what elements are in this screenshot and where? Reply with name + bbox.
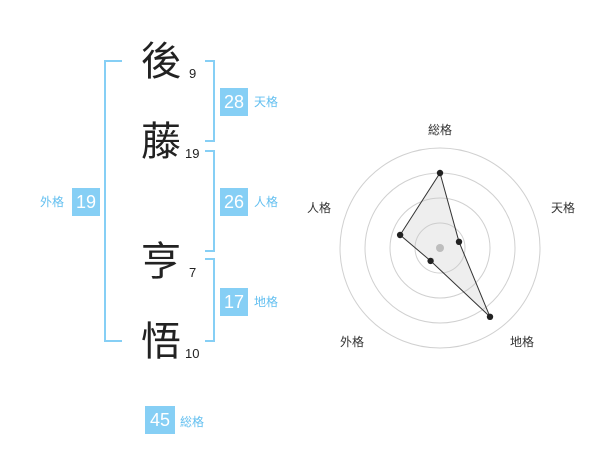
radar-axis-label-jinkaku: 人格 — [307, 201, 332, 215]
jinkaku-bracket — [205, 150, 215, 252]
name-char-1: 後 — [141, 39, 181, 85]
radar-axis-label-chikaku: 地格 — [510, 335, 535, 349]
chikaku-bracket — [205, 258, 215, 342]
radar-area — [399, 171, 491, 318]
radar-axis-label-gaikaku: 外格 — [340, 335, 365, 349]
radar-center-dot — [436, 244, 444, 252]
gaikaku-label: 外格 — [40, 195, 65, 209]
gaikaku-badge: 19 — [72, 188, 100, 216]
soukaku-label: 総格 — [180, 415, 205, 429]
radar-axis-label-tenkaku: 天格 — [551, 201, 576, 215]
radar-point-0 — [436, 169, 444, 177]
radar-point-4 — [396, 231, 404, 239]
chikaku-badge: 17 — [220, 288, 248, 316]
radar-point-1 — [455, 238, 463, 245]
radar-point-2 — [486, 313, 494, 320]
radar-chart — [339, 147, 541, 349]
stroke-count-3: 7 — [189, 265, 197, 280]
radar-point-3 — [427, 257, 434, 265]
stroke-count-1: 9 — [189, 66, 197, 81]
chikaku-label: 地格 — [254, 295, 279, 309]
gaikaku-bracket — [104, 60, 122, 342]
jinkaku-badge: 26 — [220, 188, 248, 216]
name-char-3: 亨 — [141, 239, 181, 285]
tenkaku-label: 天格 — [254, 95, 279, 109]
radar-axis-label-soukaku: 総格 — [428, 123, 453, 137]
name-char-4: 悟 — [141, 319, 181, 365]
stroke-count-4: 10 — [185, 346, 200, 361]
radar-ring-4 — [339, 147, 541, 349]
jinkaku-label: 人格 — [254, 195, 279, 209]
tenkaku-bracket — [205, 60, 215, 142]
soukaku-badge: 45 — [145, 406, 175, 434]
radar-ring-2 — [389, 197, 491, 299]
name-char-2: 藤 — [141, 119, 181, 165]
tenkaku-badge: 28 — [220, 88, 248, 116]
stroke-count-2: 19 — [185, 146, 200, 161]
